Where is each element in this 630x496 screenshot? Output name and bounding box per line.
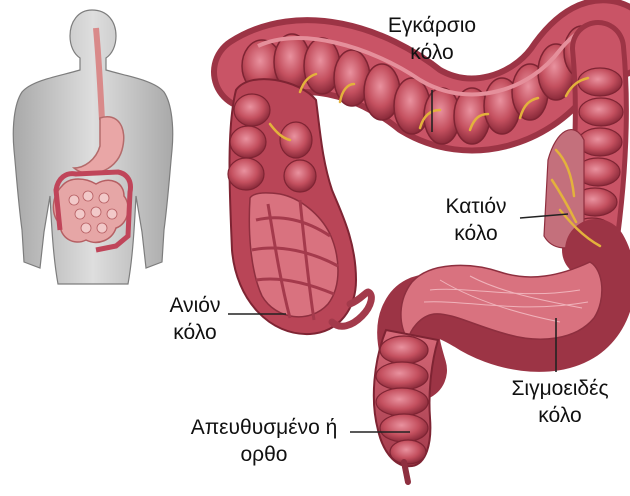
label-descending-colon: Κατιόν κόλο <box>420 193 532 247</box>
label-transverse-line2: κόλο <box>368 39 496 66</box>
anal-canal <box>404 462 408 482</box>
label-sigmoid-line2: κόλο <box>490 402 630 429</box>
label-sigmoid-line1: Σιγμοειδές <box>490 375 630 402</box>
label-rectum-line1: Απευθυσμένο ή <box>178 414 350 441</box>
torso-figure <box>13 10 172 284</box>
label-rectum: Απευθυσμένο ή ορθο <box>178 414 350 468</box>
label-ascending-colon: Ανιόν κόλο <box>148 292 242 346</box>
label-ascending-line2: κόλο <box>148 319 242 346</box>
label-sigmoid-colon: Σιγμοειδές κόλο <box>490 375 630 429</box>
label-ascending-line1: Ανιόν <box>148 292 242 319</box>
label-descending-line2: κόλο <box>420 220 532 247</box>
label-transverse-line1: Εγκάρσιο <box>368 12 496 39</box>
label-rectum-line2: ορθο <box>178 441 350 468</box>
label-descending-line1: Κατιόν <box>420 193 532 220</box>
label-transverse-colon: Εγκάρσιο κόλο <box>368 12 496 66</box>
